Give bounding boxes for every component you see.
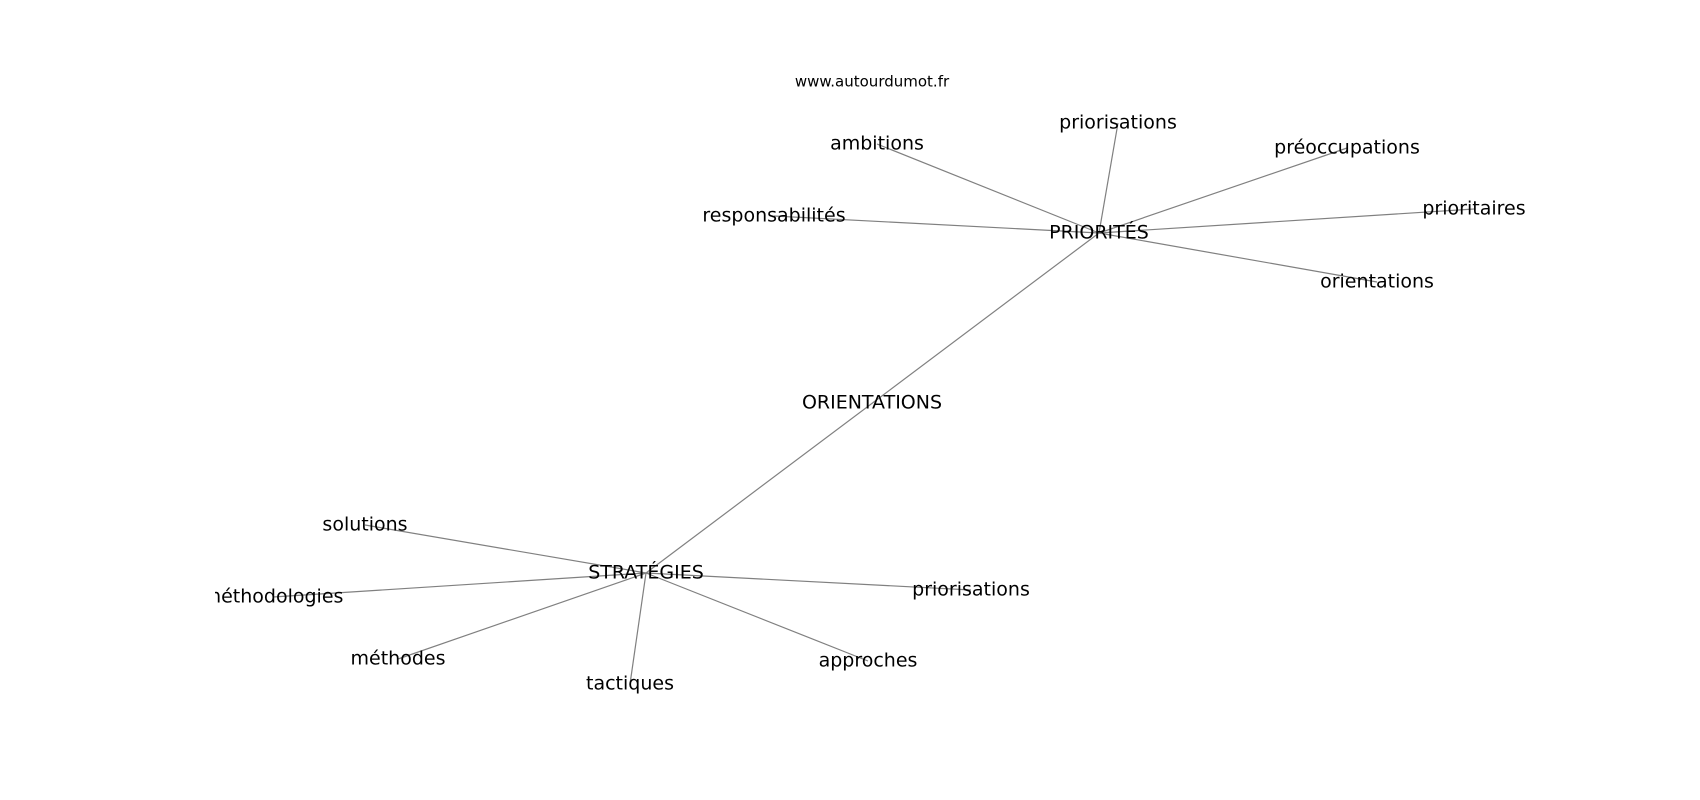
node-label-prioritaires[interactable]: prioritaires	[1422, 198, 1525, 220]
edge-priorites-responsabilites	[773, 215, 1100, 234]
edge-priorites-preoccupations	[1098, 147, 1348, 234]
node-label-solutions[interactable]: solutions	[322, 514, 407, 536]
source-watermark: www.autourdumot.fr	[795, 73, 950, 91]
edge-priorites-strategies	[645, 232, 1100, 574]
labels-layer: ORIENTATIONS PRIORITÉS STRATÉGIES priorisat…	[203, 112, 1526, 695]
edge-strategies-approches	[645, 572, 869, 662]
edge-priorites-ambitions	[876, 143, 1100, 234]
node-label-methodes[interactable]: méthodes	[351, 648, 446, 670]
node-label-orientations_center[interactable]: ORIENTATIONS	[802, 392, 942, 414]
edge-strategies-priorisations_bottom	[645, 572, 972, 591]
node-label-approches[interactable]: approches	[819, 650, 918, 672]
node-label-ambitions[interactable]: ambitions	[830, 133, 924, 155]
node-label-tactiques[interactable]: tactiques	[586, 673, 674, 695]
edge-strategies-methodologies	[272, 572, 647, 598]
edges-layer	[272, 122, 1475, 685]
edge-priorites-prioritaires	[1098, 208, 1475, 234]
node-label-priorisations_bottom[interactable]: priorisations	[912, 579, 1030, 601]
node-label-methodologies[interactable]: méthodologies	[203, 586, 344, 608]
edge-priorites-orientations_leaf	[1098, 232, 1378, 283]
edge-strategies-solutions	[364, 524, 647, 574]
node-label-orientations_leaf[interactable]: orientations	[1320, 271, 1434, 293]
edge-priorites-priorisations_top	[1098, 122, 1119, 234]
node-label-responsabilites[interactable]: responsabilités	[702, 205, 845, 227]
node-label-strategies[interactable]: STRATÉGIES	[588, 561, 704, 584]
node-label-priorites[interactable]: PRIORITÉS	[1049, 221, 1149, 244]
node-label-priorisations_top[interactable]: priorisations	[1059, 112, 1177, 134]
edge-strategies-tactiques	[629, 572, 647, 685]
edge-strategies-methodes	[397, 572, 647, 660]
node-label-preoccupations[interactable]: préoccupations	[1274, 137, 1420, 159]
